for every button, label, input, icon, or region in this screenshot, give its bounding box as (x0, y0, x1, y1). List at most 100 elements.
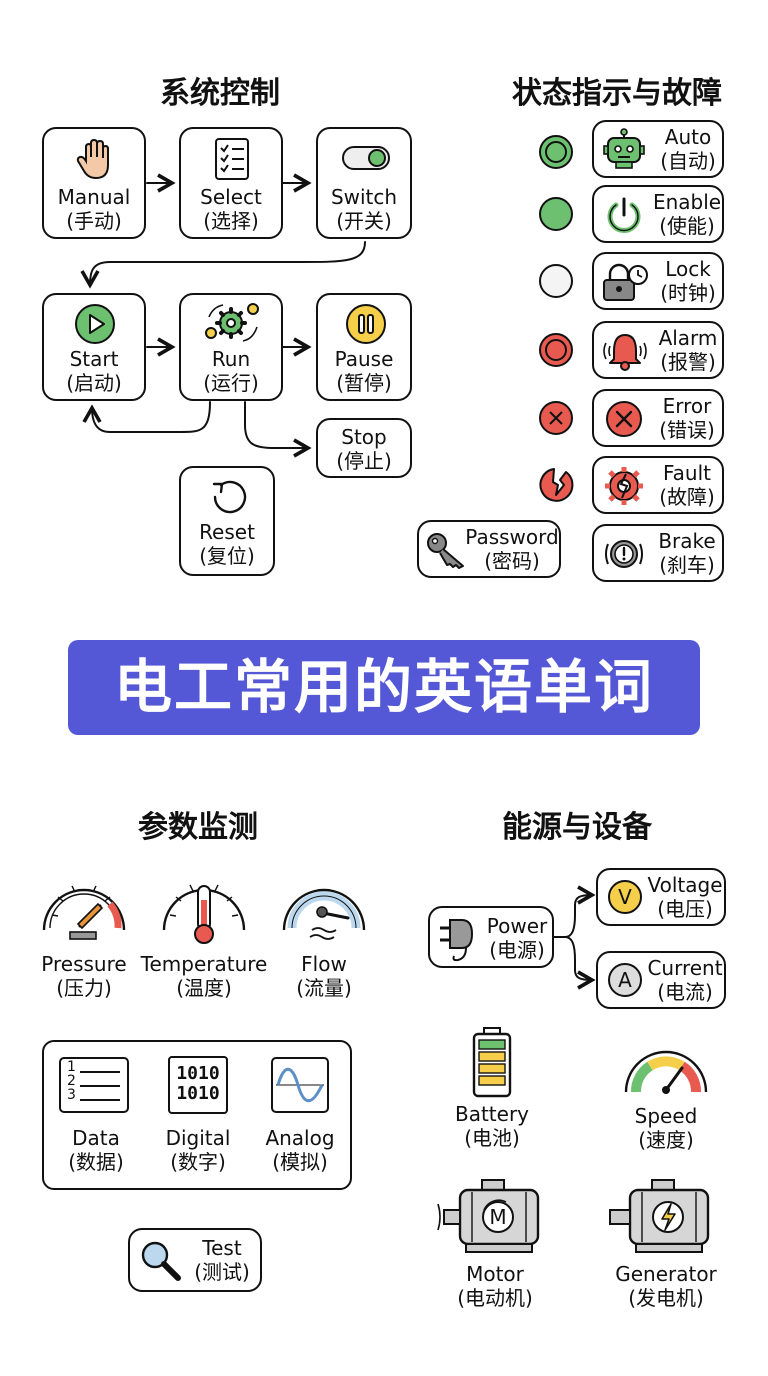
password-card[interactable]: Password (密码) (417, 520, 561, 578)
battery-icon (472, 1027, 512, 1098)
gears-icon (205, 303, 259, 342)
select-card[interactable]: Select (选择) (179, 127, 283, 239)
pause-card[interactable]: Pause (暂停) (316, 293, 412, 401)
arrow-power-current (553, 936, 596, 990)
power-card[interactable]: Power (电源) (428, 906, 554, 968)
checklist-icon (215, 138, 249, 180)
digital-label-zh: (数字) (170, 1150, 226, 1174)
switch-card[interactable]: Switch (开关) (316, 127, 412, 239)
section-title-energy: 能源与设备 (502, 810, 652, 845)
motor-label: Motor (466, 1262, 524, 1286)
voltage-label-zh: (电压) (657, 897, 713, 921)
enable-card[interactable]: Enable (使能) (592, 185, 724, 243)
auto-indicator-icon (539, 135, 573, 169)
flow-label-zh: (流量) (296, 976, 352, 1000)
manual-card[interactable]: Manual (手动) (42, 127, 146, 239)
current-card[interactable]: A Current (电流) (596, 951, 726, 1009)
power-label-zh: (电源) (489, 938, 545, 962)
lock-label-zh: (时钟) (660, 281, 716, 305)
arrow-run-start-loop (82, 401, 211, 433)
current-a-icon: A (608, 963, 642, 997)
digital-label: Digital (165, 1126, 231, 1150)
manual-label: Manual (57, 185, 131, 209)
voltage-card[interactable]: V Voltage (电压) (596, 868, 726, 926)
auto-card[interactable]: Auto (自动) (592, 120, 724, 178)
hand-icon (76, 138, 109, 180)
generator-label: Generator (615, 1262, 717, 1286)
fault-card[interactable]: Fault (故障) (592, 456, 724, 514)
robot-icon (603, 128, 645, 169)
error-card[interactable]: Error (错误) (592, 389, 724, 447)
pressure-label: Pressure (41, 952, 127, 976)
current-label-zh: (电流) (657, 980, 713, 1004)
run-label: Run (211, 347, 251, 371)
voltage-label: Voltage (647, 873, 723, 897)
select-label-zh: (选择) (203, 209, 259, 233)
start-card[interactable]: Start (启动) (42, 293, 146, 401)
battery-label: Battery (454, 1102, 530, 1126)
lock-clock-icon (603, 263, 648, 301)
generator-label-zh: (发电机) (628, 1286, 704, 1310)
temperature-label: Temperature (140, 952, 268, 976)
analog-label-zh: (模拟) (272, 1150, 328, 1174)
test-label-zh: (测试) (194, 1260, 250, 1284)
data-line-3: 3 (67, 1087, 76, 1103)
pressure-label-zh: (压力) (56, 976, 112, 1000)
data-list-icon (59, 1057, 129, 1113)
error-label-zh: (错误) (659, 418, 715, 442)
start-label-zh: (启动) (66, 371, 122, 395)
password-label: Password (465, 525, 559, 549)
power-label: Power (486, 914, 548, 938)
switch-label-zh: (开关) (336, 209, 392, 233)
toggle-switch-icon (342, 146, 390, 170)
battery-label-zh: (电池) (464, 1126, 520, 1150)
motor-m-symbol: M (489, 1205, 507, 1229)
run-card[interactable]: Run (运行) (179, 293, 283, 401)
power-button-icon (607, 197, 641, 233)
reset-card[interactable]: Reset (复位) (179, 466, 275, 576)
switch-label: Switch (330, 185, 398, 209)
reset-label-zh: (复位) (199, 544, 255, 568)
pause-label-zh: (暂停) (336, 371, 392, 395)
digital-row-2: 1010 (176, 1083, 220, 1104)
speedometer-icon (624, 1050, 708, 1094)
error-indicator-icon (539, 401, 573, 435)
magnifier-icon (141, 1241, 181, 1281)
alarm-card[interactable]: Alarm (报警) (592, 321, 724, 379)
stop-card[interactable]: Stop (停止) (316, 418, 412, 478)
data-line-1: 1 (67, 1059, 76, 1075)
temperature-label-zh: (温度) (176, 976, 232, 1000)
data-line-2: 2 (67, 1073, 76, 1089)
key-icon (427, 533, 464, 569)
manual-label-zh: (手动) (66, 209, 122, 233)
pause-icon (346, 304, 386, 344)
pause-label: Pause (334, 347, 394, 371)
digital-row-1: 1010 (176, 1063, 220, 1084)
brake-label: Brake (658, 529, 716, 553)
arrow-power-voltage (553, 885, 596, 938)
error-label: Error (662, 394, 712, 418)
stop-label-zh: (停止) (336, 449, 392, 473)
speed-label-zh: (速度) (638, 1128, 694, 1152)
test-label: Test (202, 1236, 242, 1260)
lock-card[interactable]: Lock (时钟) (592, 252, 724, 310)
lock-indicator-icon (539, 264, 573, 298)
alarm-label-zh: (报警) (660, 350, 716, 374)
error-x-icon (606, 401, 642, 437)
enable-label: Enable (652, 190, 722, 214)
fault-indicator-icon (539, 468, 574, 502)
fault-label-zh: (故障) (659, 485, 715, 509)
pressure-gauge-icon (42, 885, 126, 940)
section-title-params: 参数监测 (138, 810, 258, 845)
motor-label-zh: (电动机) (457, 1286, 533, 1310)
reset-label: Reset (199, 520, 255, 544)
enable-indicator-icon (539, 197, 573, 231)
lock-label: Lock (665, 257, 711, 281)
test-card[interactable]: Test (测试) (128, 1228, 262, 1292)
speed-label: Speed (634, 1104, 698, 1128)
current-label: Current (647, 956, 723, 980)
brake-card[interactable]: Brake (刹车) (592, 524, 724, 582)
section-title-control: 系统控制 (160, 76, 280, 111)
password-label-zh: (密码) (484, 549, 540, 573)
